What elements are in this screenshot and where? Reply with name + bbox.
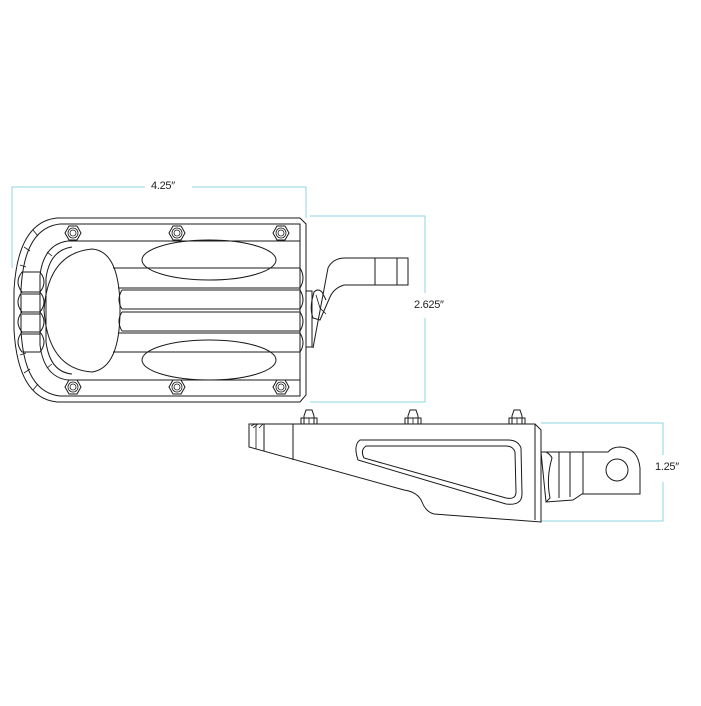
bottom-bolts <box>64 379 290 395</box>
clevis-hole <box>605 458 629 482</box>
hex-bolt-icon <box>64 225 82 241</box>
depth-dimension-label: 1.25″ <box>652 461 682 473</box>
hex-bolt-icon <box>272 225 290 241</box>
height-dimension-bottom <box>310 318 426 403</box>
bolt-head-icon <box>404 409 422 424</box>
side-bolts <box>300 409 526 424</box>
inner-rail-curve <box>39 240 69 381</box>
triangle-cutout-outer <box>355 439 523 505</box>
clevis-mount <box>540 446 641 503</box>
depth-dimension-top <box>541 422 664 455</box>
hex-bolt-icon <box>168 379 186 395</box>
rails <box>68 240 300 381</box>
top-view <box>13 217 409 403</box>
depth-dimension-bottom <box>541 482 664 522</box>
top-oval-pad <box>141 239 277 281</box>
left-bumps <box>17 271 45 353</box>
hex-bolt-icon <box>168 225 186 241</box>
side-body <box>248 423 542 523</box>
hex-bolt-icon <box>64 379 82 395</box>
width-dimension-label: 4.25″ <box>148 180 178 192</box>
triangle-cutout-inner <box>361 445 517 499</box>
dimension-lines <box>11 186 664 522</box>
left-oval-cutout <box>43 248 121 373</box>
inner-rail-curve-2 <box>45 246 73 375</box>
side-view <box>248 409 641 523</box>
mounting-bracket <box>305 257 409 349</box>
bolt-head-icon <box>508 409 526 424</box>
width-dimension-right <box>192 186 307 218</box>
grip-ribs <box>113 267 304 353</box>
height-dimension-top <box>310 215 426 293</box>
hex-bolt-icon <box>272 379 290 395</box>
side-tip-hatch <box>250 423 264 429</box>
height-dimension-label: 2.625″ <box>411 299 447 311</box>
top-bolts <box>64 225 290 241</box>
width-dimension-left <box>11 186 145 268</box>
bolt-head-icon <box>300 409 318 424</box>
bottom-oval-pad <box>141 339 277 381</box>
outer-curve-ticks <box>19 229 53 391</box>
outer-frame <box>13 217 307 403</box>
